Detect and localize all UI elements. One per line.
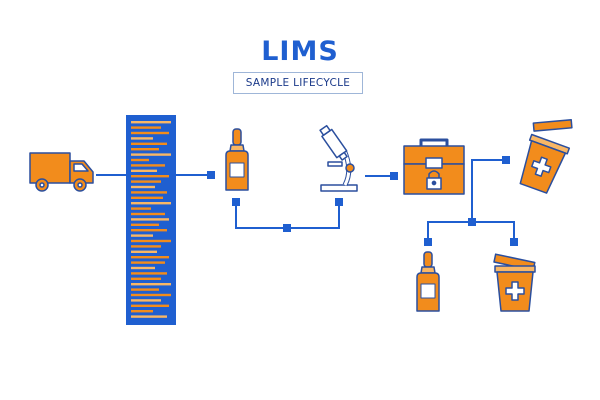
barcode-stripe — [131, 148, 159, 151]
locked-box-icon — [403, 138, 465, 195]
barcode-stripe — [131, 277, 161, 280]
connector-node — [510, 238, 518, 246]
barcode-stripe — [131, 180, 161, 183]
barcode-stripe — [131, 272, 167, 275]
barcode-stripe — [131, 293, 171, 297]
connector-node — [424, 238, 432, 246]
barcode-stripe — [131, 196, 163, 199]
connector-nodes — [207, 156, 518, 246]
medical-bin-icon — [519, 119, 573, 194]
barcode-stripe — [131, 288, 159, 291]
barcode-stripe — [131, 131, 169, 135]
barcode-stripe — [131, 245, 161, 248]
barcode-stripe — [131, 304, 169, 307]
barcode-stripe — [131, 283, 171, 286]
barcode-stripe — [131, 202, 171, 205]
connector-node — [232, 198, 240, 206]
microscope-icon — [319, 124, 358, 192]
connector-node — [335, 198, 343, 206]
barcode-stripe — [131, 256, 169, 259]
barcode-stripe — [131, 239, 171, 243]
barcode-stripe — [131, 175, 169, 178]
barcode-stripe — [131, 164, 165, 167]
vial-icon — [225, 128, 249, 191]
barcode-stripe — [131, 185, 155, 189]
connector-node — [283, 224, 291, 232]
barcode-stripe — [131, 299, 161, 302]
barcode-stripe — [131, 191, 167, 194]
page-subtitle: SAMPLE LIFECYCLE — [233, 72, 363, 94]
storage-to-top-bin-line — [471, 159, 506, 170]
page-title: LIMS — [261, 36, 339, 67]
connector-node — [207, 171, 215, 179]
barcode-stripe — [131, 315, 167, 318]
connector-node — [502, 156, 510, 164]
medical-bin-icon — [493, 253, 536, 312]
barcode-stripe — [131, 126, 161, 129]
barcode-stripe — [131, 158, 149, 162]
barcode-stripe — [131, 266, 155, 270]
vial-icon — [416, 251, 440, 312]
truck-icon — [29, 152, 94, 192]
barcode-stripe — [131, 218, 169, 221]
connector-node — [390, 172, 398, 180]
barcode-stripe — [131, 229, 167, 232]
barcode-stripe — [131, 121, 171, 124]
barcode-stripe — [131, 153, 171, 156]
barcode-stripe — [131, 234, 153, 237]
barcode-stripe — [131, 310, 153, 313]
barcode-icon — [126, 115, 176, 325]
barcode-stripe — [131, 142, 167, 145]
barcode-stripe — [131, 169, 157, 172]
barcode-stripe — [131, 212, 165, 216]
connector-node — [468, 218, 476, 226]
barcode-stripe — [131, 207, 151, 210]
barcode-stripe — [131, 250, 157, 253]
barcode-stripe — [131, 223, 159, 226]
barcode-stripe — [131, 137, 153, 140]
barcode-stripe — [131, 261, 165, 264]
